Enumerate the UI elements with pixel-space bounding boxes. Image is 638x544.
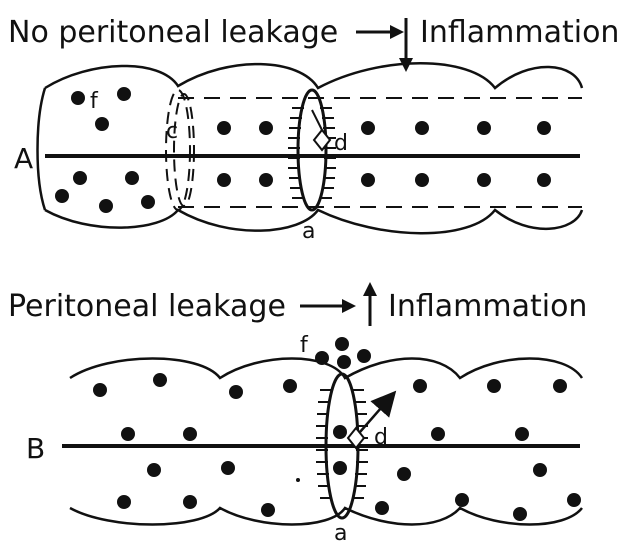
panel-a: No peritoneal leakage Inflammation A c — [8, 15, 619, 244]
panel-a-suture-marks — [288, 108, 336, 198]
panel-a-title-left: No peritoneal leakage — [8, 15, 338, 50]
panel-b-label-d: d — [374, 425, 388, 450]
panel-a-title-right: Inflammation — [420, 15, 619, 50]
panel-a-left-end — [38, 88, 46, 210]
panel-b-row-label: B — [26, 432, 45, 465]
panel-b-speck — [296, 478, 300, 482]
panel-a-row-label: A — [14, 142, 33, 175]
panel-b-bowel-outline-bottom — [70, 508, 582, 525]
panel-a-d-connector — [312, 110, 322, 130]
panel-b-title-left: Peritoneal leakage — [8, 289, 286, 324]
panel-a-label-a: a — [302, 219, 315, 244]
arrow-right-up-icon — [300, 282, 377, 326]
panel-b-title-right: Inflammation — [388, 289, 587, 324]
panel-a-label-c: c — [166, 119, 178, 144]
panel-a-label-d: d — [334, 131, 348, 156]
panel-a-label-f: f — [90, 89, 99, 114]
panel-b-label-a: a — [334, 521, 347, 544]
panel-a-bowel-outline-top — [45, 63, 582, 88]
panel-b: Peritoneal leakage Inflammation B — [8, 282, 587, 544]
panel-b-label-f: f — [300, 333, 309, 358]
panel-b-leaked-particles — [315, 337, 371, 369]
